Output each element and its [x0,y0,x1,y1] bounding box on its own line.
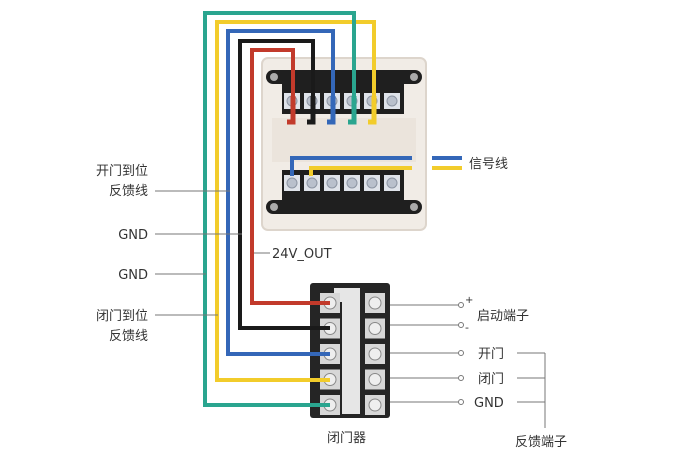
wire-red [250,48,330,305]
gnd-terminal-dot [458,399,464,405]
bottom-terminal-rail [266,200,422,214]
label-open-feedback-line1: 开门到位 [96,164,148,179]
wire-yellow [215,20,376,382]
right-leader-lines [390,302,546,428]
control-module [261,57,427,231]
left-leader-lines [155,190,270,316]
wire-hook-black [307,96,316,125]
open-terminal-dot [458,350,464,356]
close-terminal-dot [458,375,464,381]
label-door-closer: 闭门器 [327,431,366,446]
start-minus-terminal-dot [458,322,464,328]
label-feedback-gnd: GND [474,396,504,411]
label-gnd-2: GND [118,268,148,283]
label-feedback-close: 闭门 [478,372,504,387]
module-center-panel [272,118,416,162]
start-plus-terminal-dot [458,302,464,308]
wire-hook-teal [348,96,357,125]
wire-hook-yellow [368,96,377,125]
label-gnd-1: GND [118,228,148,243]
signal-wires [290,156,462,176]
label-start-terminal: 启动端子 [477,309,529,324]
bottom-left-mount-screw [270,203,278,211]
wire-hook-blue [327,96,336,125]
wire-hook-red [287,96,296,125]
top-right-mount-screw [410,73,418,81]
label-24v-out: 24V_OUT [272,247,332,262]
label-feedback-terminal: 反馈端子 [515,435,567,450]
label-close-feedback-line1: 闭门到位 [96,309,148,324]
top-left-mount-screw [270,73,278,81]
label-close-feedback-line2: 反馈线 [109,329,148,344]
label-feedback-open: 开门 [478,347,504,362]
label-start-plus: + [465,295,473,306]
wire-black [238,39,330,330]
label-signal-wire: 信号线 [469,157,508,172]
signal-wire-yellow [309,166,412,176]
label-start-minus: - [465,321,469,334]
wire-teal [203,11,356,407]
bottom-right-mount-screw [410,203,418,211]
top-terminal-block [282,84,404,114]
top-terminal-rail [266,70,422,84]
wire-blue [226,29,335,356]
label-open-feedback-line2: 反馈线 [109,184,148,199]
signal-wire-blue [290,156,412,176]
closer-center-divider [342,288,360,414]
bottom-terminal-block [282,170,404,200]
